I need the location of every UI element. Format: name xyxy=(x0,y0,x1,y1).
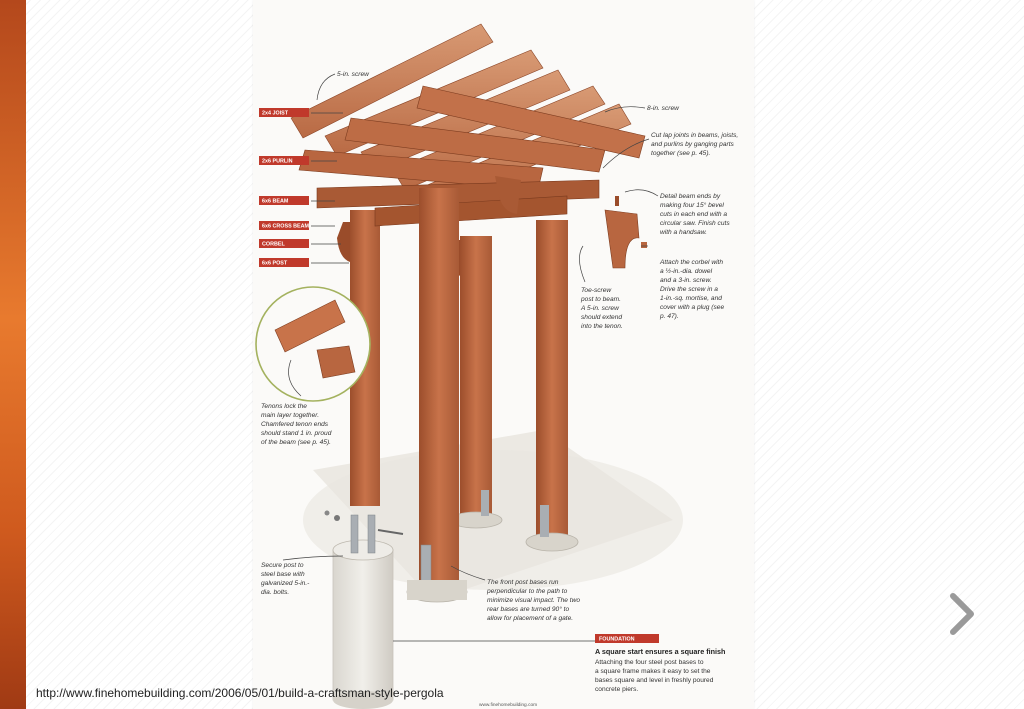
illustration-panel: 2x4 JOIST 2x6 PURLIN 6x6 BEAM 6x6 CROSS … xyxy=(253,0,754,709)
bolt-nut xyxy=(334,515,340,521)
callout-post-bases: The front post bases run perpendicular t… xyxy=(486,579,582,622)
pier-bottom xyxy=(333,691,393,709)
rear-right-post xyxy=(536,220,568,535)
tenon-detail-circle xyxy=(255,286,371,402)
front-pier-top xyxy=(407,580,467,600)
steel-base-right-plate xyxy=(367,514,376,554)
corbel-left xyxy=(337,222,350,262)
callout-secure-post: Secure post to steel base with galvanize… xyxy=(261,562,311,596)
leader-lines xyxy=(282,73,659,642)
tag-corbel: CORBEL xyxy=(262,242,285,248)
pergola-illustration: 2x4 JOIST 2x6 PURLIN 6x6 BEAM 6x6 CROSS … xyxy=(255,23,740,709)
corbel-detail xyxy=(604,209,640,269)
tag-joist: 2x4 JOIST xyxy=(262,111,289,117)
foundation-heading: A square start ensures a square finish xyxy=(595,647,725,656)
rear-left-post xyxy=(460,236,492,516)
plug-detail xyxy=(641,242,647,248)
roof-structure xyxy=(290,23,646,227)
front-steel-base xyxy=(420,544,432,586)
credit-label: www.finehomebuilding.com xyxy=(479,702,537,708)
callout-toe-screw: Toe-screw post to beam. A 5-in. screw sh… xyxy=(580,287,624,330)
foundation-body: Attaching the four steel post bases to a… xyxy=(595,659,715,693)
next-slide-button[interactable] xyxy=(940,588,984,640)
callout-5in-screw: 5-in. screw xyxy=(337,71,370,78)
callout-tenons: Tenons lock the main layer together. Cha… xyxy=(261,403,333,446)
callout-beam-ends: Detail beam ends by making four 15° beve… xyxy=(660,193,731,236)
tenon-post xyxy=(316,345,356,379)
rear-left-steel-base xyxy=(481,490,489,516)
callout-lap-joints: Cut lap joints in beams, joists, and pur… xyxy=(651,132,740,157)
dowel-detail xyxy=(615,196,619,206)
callout-corbel-attach: Attach the corbel with a ½-in.-dia. dowe… xyxy=(659,259,726,320)
tag-beam: 6x6 BEAM xyxy=(262,199,289,205)
pier-top xyxy=(332,539,394,561)
rear-right-steel-base xyxy=(540,505,549,537)
chevron-right-icon xyxy=(950,593,974,635)
accent-bar xyxy=(0,0,26,709)
tag-purlin: 2x6 PURLIN xyxy=(262,159,293,165)
steel-base-left-plate xyxy=(350,514,359,554)
corbel-top xyxy=(495,176,521,214)
part-tags: 2x4 JOIST 2x6 PURLIN 6x6 BEAM 6x6 CROSS … xyxy=(259,108,659,643)
tag-post: 6x6 POST xyxy=(262,261,288,267)
bolt-washer xyxy=(324,510,330,516)
concrete-pier xyxy=(332,549,394,701)
tenon-beam xyxy=(274,299,346,353)
source-url: http://www.finehomebuilding.com/2006/05/… xyxy=(36,686,444,700)
front-post xyxy=(419,188,459,586)
tag-foundation: FOUNDATION xyxy=(599,637,635,643)
bolt xyxy=(377,529,404,535)
callouts: 5-in. screw 8-in. screw Cut lap joints i… xyxy=(261,71,740,708)
callout-8in-screw: 8-in. screw xyxy=(647,105,680,112)
tag-cross-beam: 6x6 CROSS BEAM xyxy=(262,224,310,230)
rear-right-base xyxy=(525,532,579,552)
